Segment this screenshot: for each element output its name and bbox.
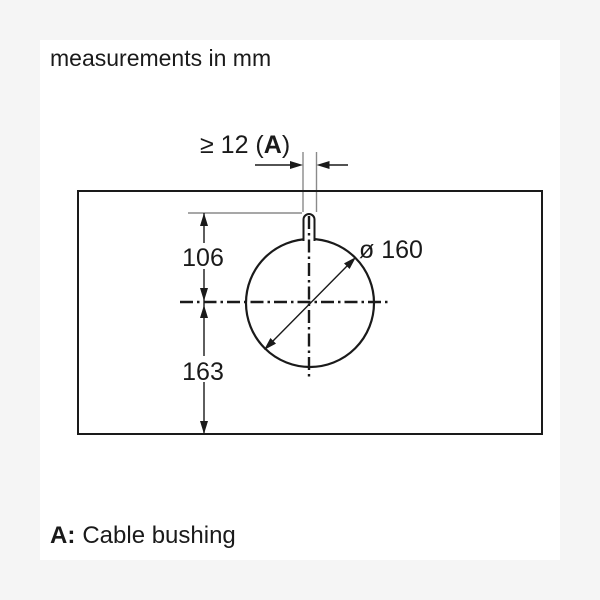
arrowhead-down-icon <box>200 288 208 301</box>
arrowhead-up-icon <box>200 213 208 226</box>
arrowhead-up-right-icon <box>344 257 356 269</box>
legend-cable-bushing: A:Cable bushing <box>50 521 236 551</box>
page-title: measurements in mm <box>50 45 272 71</box>
arrowhead-left-icon <box>316 161 330 169</box>
legend-key: A: <box>50 522 76 549</box>
arrowhead-up-icon <box>200 305 208 318</box>
arrowhead-down-left-icon <box>264 338 276 350</box>
dimension-slot-width-label: ≥ 12 (A) <box>200 131 290 159</box>
diameter-label: ø 160 <box>359 236 423 264</box>
drawing-canvas <box>40 40 560 560</box>
label-mask <box>181 356 226 382</box>
arrowhead-right-icon <box>290 161 303 169</box>
dimension-top-offset-label: 106 <box>182 244 224 272</box>
arrowhead-down-icon <box>200 421 208 434</box>
diameter-arrow-line <box>270 263 350 344</box>
dimension-bottom-offset-label: 163 <box>182 358 224 386</box>
panel-outline <box>77 190 543 435</box>
legend-label: Cable bushing <box>82 522 236 549</box>
label-mask <box>181 243 226 269</box>
